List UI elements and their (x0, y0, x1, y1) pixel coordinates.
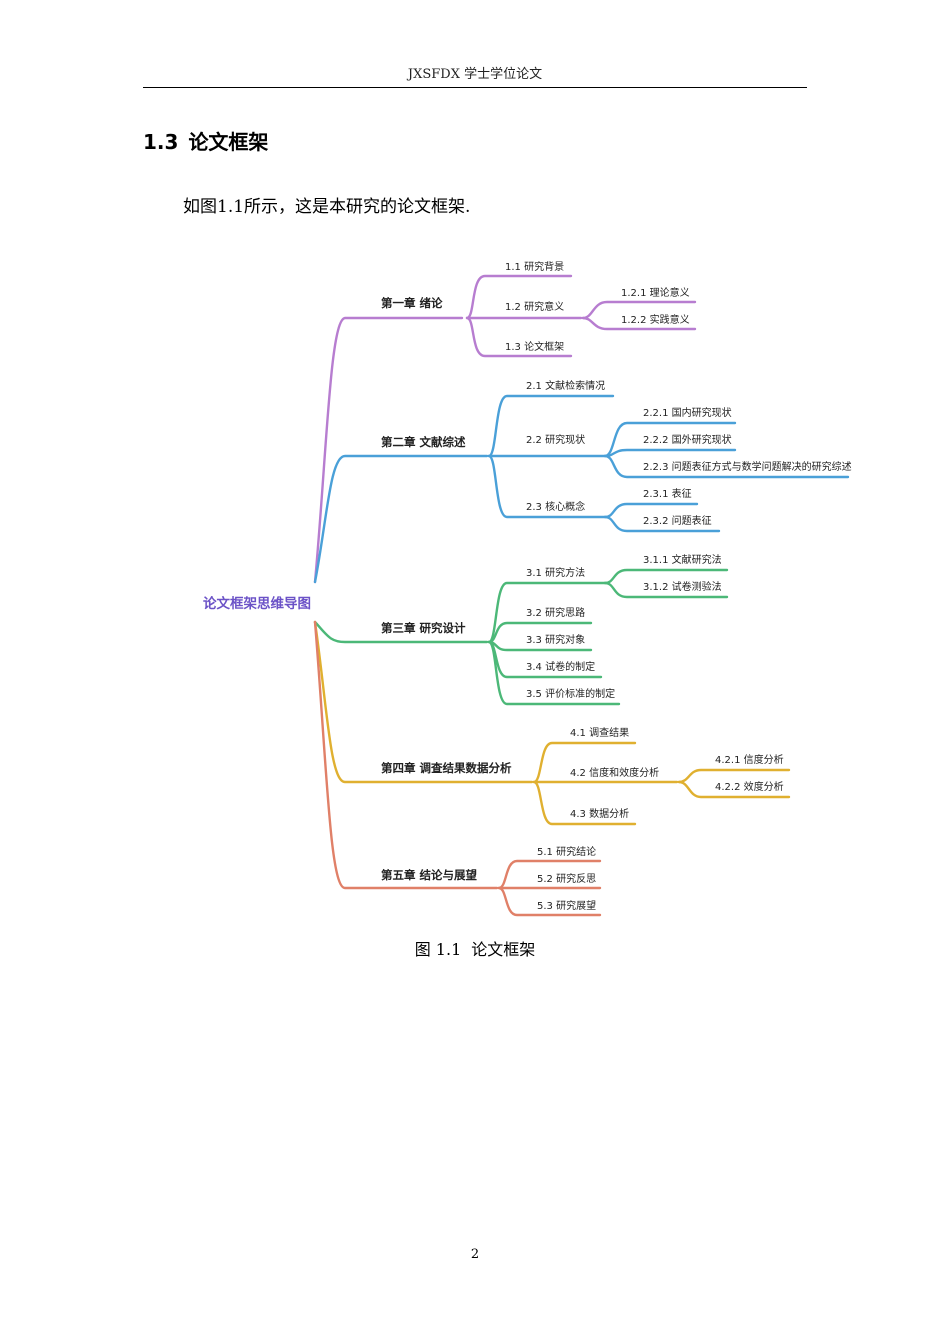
chapter2-branches (487, 394, 850, 533)
ch2-s2-3: 2.2.3 问题表征方式与数学问题解决的研究综述 (643, 460, 852, 473)
header-rule (143, 87, 807, 88)
page-number: 2 (470, 1247, 480, 1262)
trunk-ch3 (313, 620, 489, 644)
chapter5-branches (497, 859, 602, 917)
ch4-s2-1: 4.2.1 信度分析 (715, 753, 784, 766)
ch3-s5: 3.5 评价标准的制定 (526, 687, 615, 700)
figure-number: 图 1.1 (414, 940, 462, 959)
ch1-s1: 1.1 研究背景 (505, 260, 564, 273)
trunk-ch2 (313, 454, 489, 584)
ch5-s1: 5.1 研究结论 (537, 845, 596, 858)
chapter4-branches (532, 741, 791, 826)
ch2-s3-1: 2.3.1 表征 (643, 487, 692, 500)
ch2-s3: 2.3 核心概念 (526, 500, 585, 513)
ch3-s1: 3.1 研究方法 (526, 566, 585, 579)
trunk-ch5 (313, 620, 499, 890)
ch2-title: 第二章 文献综述 (381, 435, 466, 449)
ch5-title: 第五章 结论与展望 (381, 868, 478, 882)
ch2-s2-2: 2.2.2 国外研究现状 (643, 433, 732, 446)
ch4-link-s3 (532, 780, 637, 826)
ch4-title: 第四章 调查结果数据分析 (381, 761, 512, 775)
ch4-s3: 4.3 数据分析 (570, 807, 629, 820)
ch1-s2-1: 1.2.1 理论意义 (621, 286, 690, 299)
ch2-link-s1 (487, 394, 615, 458)
ch1-link-s3 (465, 316, 573, 358)
ch2-s2: 2.2 研究现状 (526, 433, 585, 446)
ch3-s1-2: 3.1.2 试卷测验法 (643, 580, 722, 593)
ch5-s3: 5.3 研究展望 (537, 899, 596, 912)
ch3-s4: 3.4 试卷的制定 (526, 660, 595, 673)
ch2-link-s3 (487, 454, 607, 519)
trunk-ch1 (313, 316, 464, 584)
mindmap-root-label: 论文框架思维导图 (203, 595, 311, 612)
chapter3-branches (487, 568, 729, 706)
figure-caption: 图 1.1 论文框架 (143, 938, 807, 962)
ch4-s2: 4.2 信度和效度分析 (570, 766, 659, 779)
trunk-branches (313, 316, 534, 890)
ch4-link-s1 (532, 741, 637, 784)
ch3-s1-1: 3.1.1 文献研究法 (643, 553, 722, 566)
ch2-link-s3-2 (603, 515, 721, 533)
ch1-title: 第一章 绪论 (381, 296, 443, 310)
ch4-s1: 4.1 调查结果 (570, 726, 629, 739)
ch3-title: 第三章 研究设计 (381, 621, 466, 635)
ch2-s1: 2.1 文献检索情况 (526, 379, 605, 392)
ch1-s3: 1.3 论文框架 (505, 340, 564, 353)
figure-title: 论文框架 (471, 940, 536, 959)
ch3-s2: 3.2 研究思路 (526, 606, 585, 619)
ch3-link-s1-2 (603, 581, 729, 599)
ch5-s2: 5.2 研究反思 (537, 872, 596, 885)
ch4-link-s2-1 (677, 768, 791, 784)
section-number: 1.3 (143, 130, 179, 154)
ch2-s2-1: 2.2.1 国内研究现状 (643, 406, 732, 419)
intro-paragraph: 如图1.1所示，这是本研究的论文框架. (183, 197, 471, 217)
ch1-s2: 1.2 研究意义 (505, 300, 564, 313)
mind-map-figure: 论文框架思维导图 第一章 绪论 1.1 研究背景 1.2 研究意义 1.2.1 … (203, 260, 852, 917)
ch2-link-s2-3 (603, 454, 850, 479)
section-title: 论文框架 (188, 130, 269, 154)
ch4-s2-2: 4.2.2 效度分析 (715, 780, 784, 793)
section-heading: 1.3 论文框架 (143, 128, 268, 156)
running-header: JXSFDX 学士学位论文 (407, 67, 543, 82)
ch5-link-s3 (497, 886, 602, 917)
ch2-s3-2: 2.3.2 问题表征 (643, 514, 712, 527)
ch3-link-s5 (487, 640, 621, 706)
chapter1-branches (465, 274, 697, 358)
ch1-s2-2: 1.2.2 实践意义 (621, 313, 690, 326)
ch1-link-s1 (465, 274, 573, 320)
trunk-ch4 (313, 620, 534, 784)
ch4-link-s2-2 (677, 780, 791, 799)
ch1-link-s2-2 (581, 316, 697, 331)
ch2-link-s2-2 (603, 448, 737, 458)
ch3-s3: 3.3 研究对象 (526, 633, 585, 646)
